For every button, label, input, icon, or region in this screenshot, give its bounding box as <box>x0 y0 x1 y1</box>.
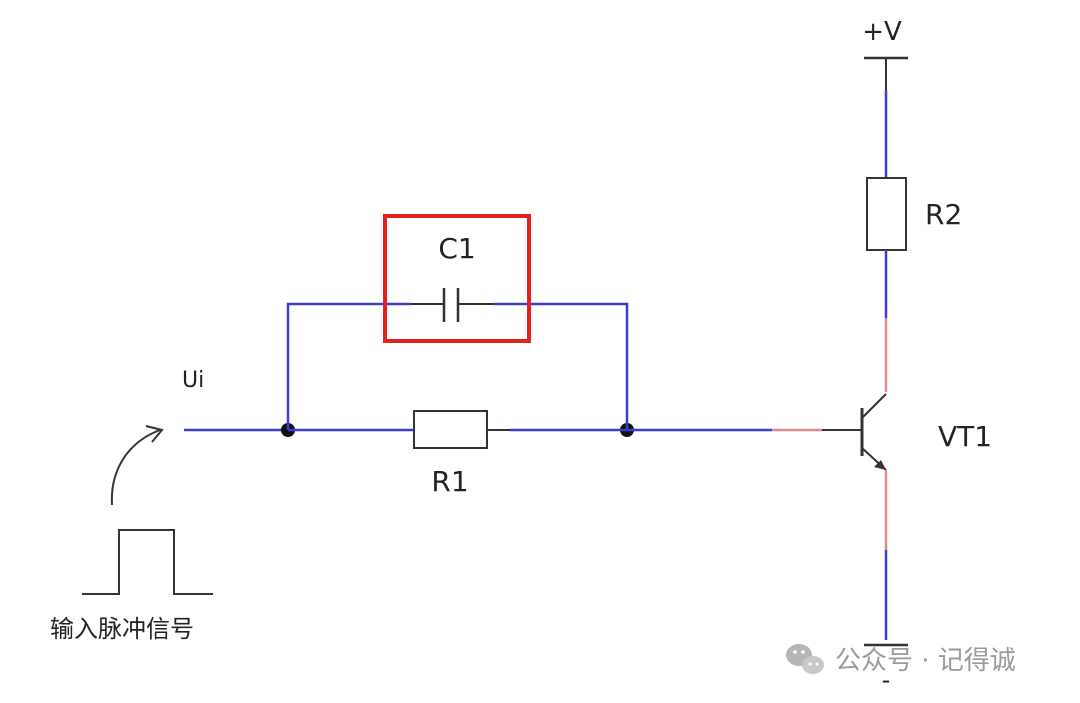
input-caption: 输入脉冲信号 <box>50 615 194 643</box>
c1-highlight-box <box>383 214 531 343</box>
supply-label: +V <box>862 17 902 47</box>
transistor-vt1: VT1 <box>860 393 992 471</box>
input-arrow <box>110 425 164 506</box>
capacitor-c1: C1 <box>410 232 494 322</box>
resistor-r2: R2 <box>866 177 962 251</box>
ground-label: - <box>882 666 891 694</box>
wechat-icon <box>786 644 824 674</box>
vt1-label: VT1 <box>938 420 992 453</box>
watermark: 公众号 · 记得诚 <box>786 644 1016 676</box>
resistor-r1: R1 <box>413 410 488 498</box>
c1-label: C1 <box>438 232 475 265</box>
supply-terminal: +V <box>862 17 908 90</box>
r2-label: R2 <box>925 198 962 231</box>
watermark-text: 公众号 · 记得诚 <box>835 646 1016 676</box>
r1-label: R1 <box>431 465 468 498</box>
wire-c1-right <box>494 302 629 430</box>
ground-terminal: - <box>864 643 908 694</box>
input-label: Ui <box>182 368 204 393</box>
wire-c1-left <box>286 302 410 430</box>
pulse-waveform <box>82 529 213 595</box>
